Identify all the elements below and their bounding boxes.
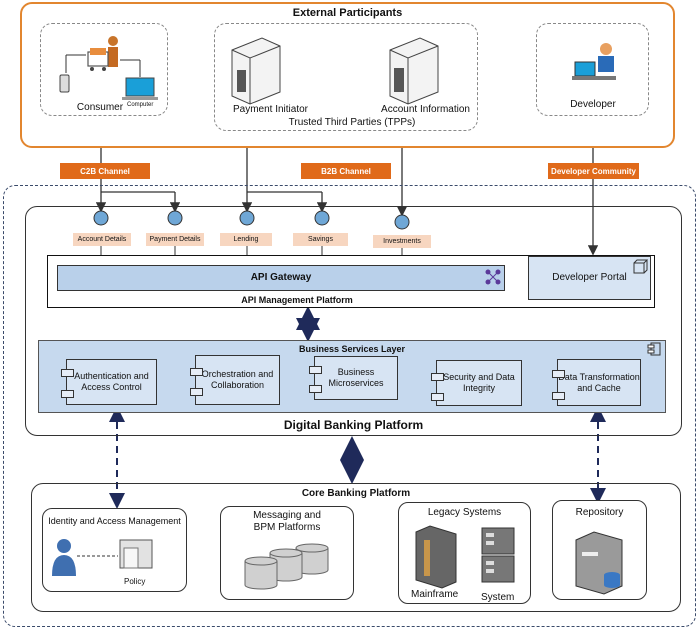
api-investments: Investments [373,235,431,248]
b2b-channel: B2B Channel [301,163,391,179]
tpps-label: Trusted Third Parties (TPPs) [288,117,416,128]
api-savings: Savings [293,233,348,246]
api-gateway-label: API Gateway [250,272,312,283]
messaging-label: Messaging and BPM Platforms [253,510,321,533]
api-payment-details: Payment Details [146,233,204,246]
service-security: Security and Data Integrity [431,360,522,406]
developer-label: Developer [570,99,616,110]
api-lending: Lending [220,233,272,246]
iam-label: Identity and Access Management [48,516,181,526]
service-security-label: Security and Data Integrity [443,372,515,393]
service-data-transformation-label: Data Transformation and Cache [558,371,640,393]
core-banking-platform [31,483,681,612]
consumer-label: Consumer [76,102,124,113]
external-participants-title: External Participants [292,7,403,19]
payment-initiator-label: Payment Initiator [232,104,309,115]
policy-label: Policy [124,577,146,586]
service-orchestration: Orchestration and Collaboration [190,355,280,405]
developer-portal-label: Developer Portal [552,272,627,283]
service-authentication-label: Authentication and Access Control [74,371,149,392]
developer-community-channel: Developer Community [548,163,639,179]
api-gateway: API Gateway [57,265,505,291]
service-microservices: Business Microservices [309,356,398,400]
system-label: System [481,592,515,603]
account-information-label: Account Information [381,104,470,115]
service-authentication: Authentication and Access Control [61,359,157,405]
digital-banking-title: Digital Banking Platform [283,418,424,432]
c2b-channel: C2B Channel [60,163,150,179]
external-participants-panel [20,2,675,148]
tpp-box [214,23,478,131]
business-services-title: Business Services Layer [298,344,406,354]
legacy-label: Legacy Systems [427,507,502,518]
api-management-title: API Management Platform [241,295,353,305]
developer-box [536,23,649,116]
core-banking-title: Core Banking Platform [301,488,411,499]
messaging-box [220,506,354,600]
developer-portal: Developer Portal [528,256,651,300]
api-account-details: Account Details [73,233,131,246]
bank-dashed-zone [3,185,696,627]
service-microservices-label: Business Microservices [328,367,384,388]
service-data-transformation: Data Transformation and Cache [552,359,641,406]
mainframe-label: Mainframe [411,589,459,600]
service-orchestration-label: Orchestration and Collaboration [201,369,274,390]
computer-label: Computer [127,102,154,108]
repository-label: Repository [575,507,624,518]
consumer-box [40,23,168,116]
digital-banking-platform [25,206,682,436]
